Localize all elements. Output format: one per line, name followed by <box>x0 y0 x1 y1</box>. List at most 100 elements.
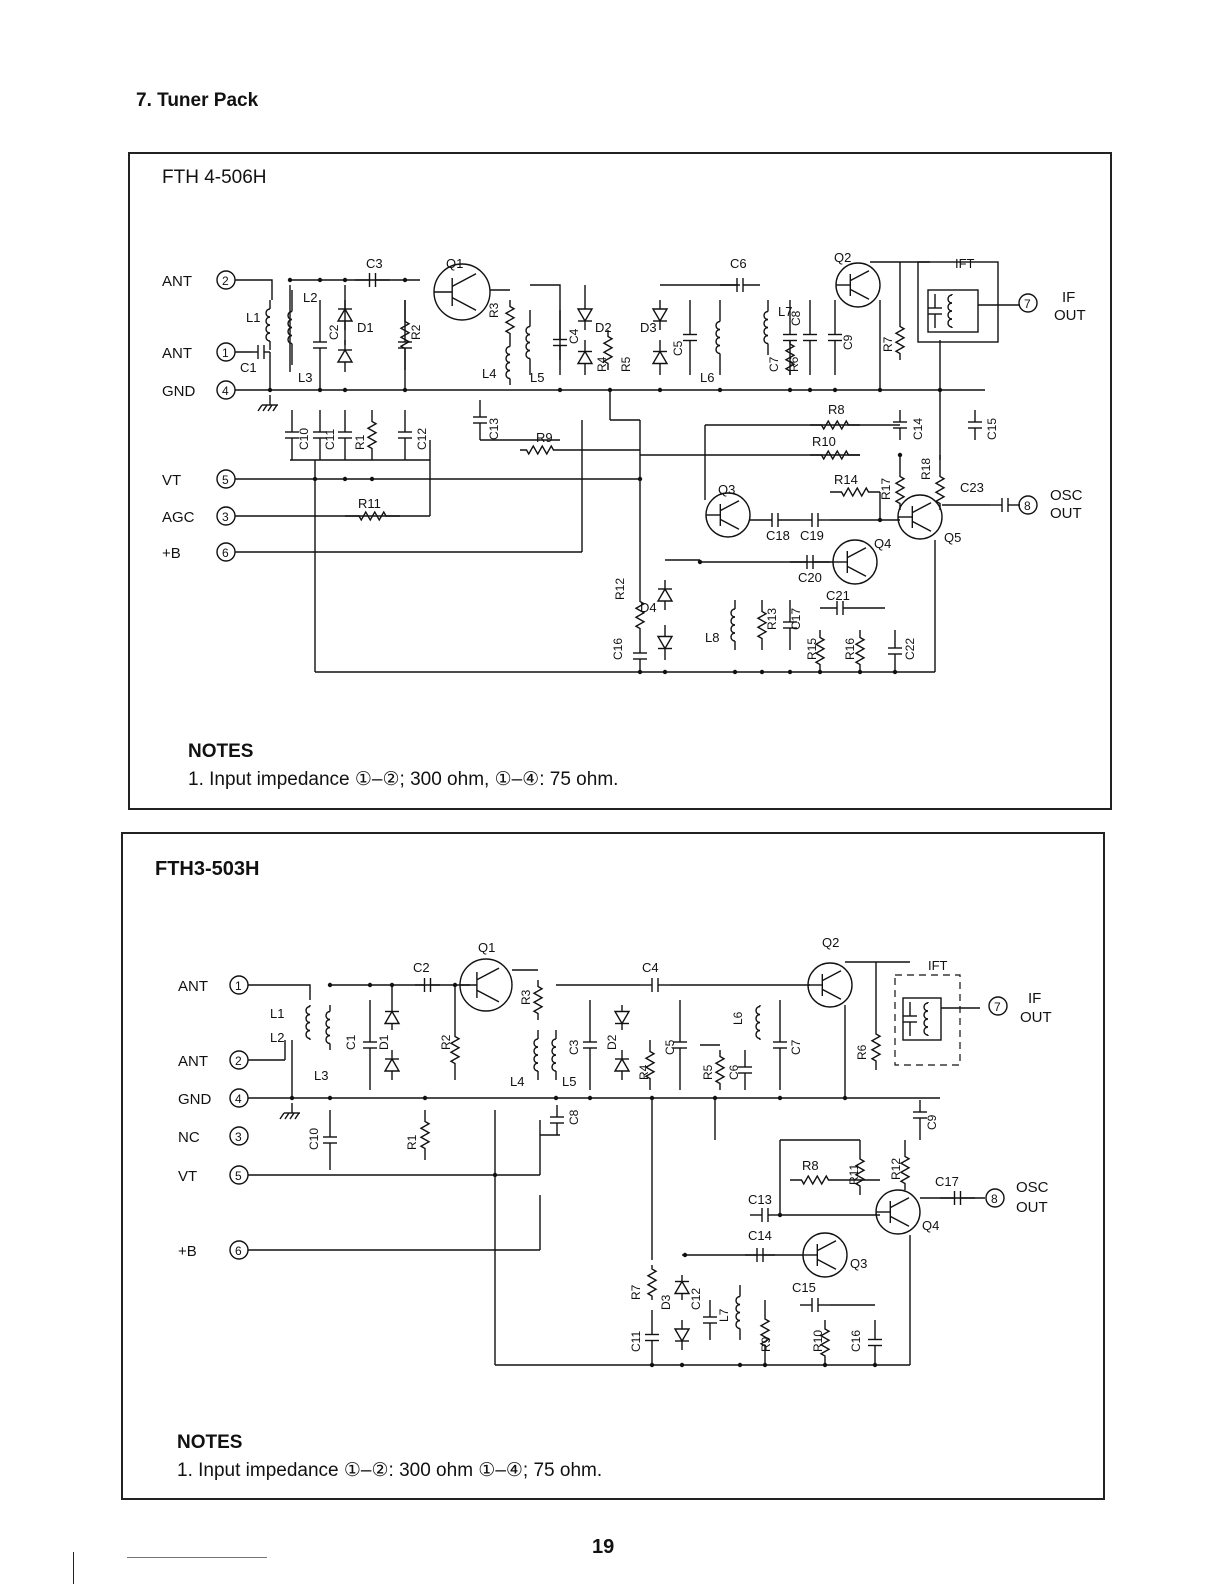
wire <box>889 1215 910 1227</box>
inductor <box>533 1046 539 1056</box>
inductor <box>755 1029 761 1040</box>
inductor <box>265 332 271 342</box>
resistor <box>870 1025 882 1070</box>
tuner2-label-r5: R5 <box>701 1064 715 1080</box>
terminal-number: 3 <box>222 510 229 524</box>
junction-dot <box>759 669 765 675</box>
tuner2-label-d3: D3 <box>659 1294 673 1310</box>
tuner1-model-title: FTH 4-506H <box>162 167 267 188</box>
junction-dot <box>657 387 663 393</box>
inductor <box>947 310 953 320</box>
tuner2-label-l6: L6 <box>731 1011 745 1025</box>
tuner1-ift-inner <box>927 289 979 333</box>
tuner1-notes-heading: NOTES <box>188 741 254 762</box>
inductor <box>305 1013 311 1024</box>
tuner1-label-r15: R15 <box>805 638 819 660</box>
tuner1-label-r10: R10 <box>812 434 836 449</box>
inductor <box>533 1062 539 1072</box>
junction-dot <box>892 669 898 675</box>
tuner1-label-r6: R6 <box>787 356 801 372</box>
tuner1-label-c6: C6 <box>730 256 747 271</box>
tuner1-label-c7: C7 <box>767 356 781 372</box>
junction-dot <box>267 387 273 393</box>
junction-dot <box>807 387 813 393</box>
tuner1-label-c22: C22 <box>903 638 917 660</box>
inductor <box>265 316 271 326</box>
wire <box>476 989 500 1003</box>
terminal-number: 5 <box>235 1169 242 1183</box>
resistor <box>830 486 880 498</box>
tuner1-label-l4: L4 <box>482 366 496 381</box>
terminal-number: 4 <box>235 1092 242 1106</box>
junction-dot <box>937 387 943 393</box>
inductor <box>715 344 721 355</box>
junction-dot <box>402 387 408 393</box>
wire <box>451 273 477 288</box>
inductor <box>715 336 721 347</box>
inductor <box>735 1295 741 1306</box>
inductor <box>730 632 736 642</box>
tuner1-label-r7: R7 <box>881 336 895 352</box>
tuner2-terminal-label-ant: ANT <box>178 1053 208 1070</box>
section-title: 7. Tuner Pack <box>136 90 259 111</box>
tuner1-label-d1: D1 <box>357 320 374 335</box>
inductor <box>735 1319 741 1330</box>
tuner1-label-r2: R2 <box>409 324 423 340</box>
wire <box>257 404 263 412</box>
junction-dot <box>649 1362 655 1368</box>
junction-dot <box>832 387 838 393</box>
tuner2-note-1: 1. Input impedance ①–②: 300 ohm ①–④; 75 … <box>177 1460 603 1481</box>
tuner2-terminal-3 <box>229 1126 249 1146</box>
inductor <box>525 341 531 352</box>
tuner1-ift-box <box>917 261 999 343</box>
junction-dot <box>877 517 883 523</box>
tuner1-label-c3: C3 <box>366 256 383 271</box>
tuner1-label-ift: IFT <box>955 256 975 271</box>
junction-dot <box>682 1252 688 1258</box>
tuner2-terminal-label-nc: NC <box>178 1129 200 1146</box>
junction-dot <box>492 1172 498 1178</box>
tuner2-label-d1: D1 <box>377 1034 391 1050</box>
diode <box>383 1057 401 1072</box>
wire <box>272 404 278 412</box>
wire <box>821 970 842 982</box>
inductor <box>763 310 769 321</box>
resistor <box>854 630 866 672</box>
resistor <box>646 1265 658 1300</box>
wire <box>719 500 740 512</box>
tuner2-label-l7: L7 <box>717 1308 731 1322</box>
tuner2-label-r3: R3 <box>519 989 533 1005</box>
inductor <box>325 1018 331 1029</box>
tuner2-label-d2: D2 <box>605 1034 619 1050</box>
junction-dot <box>557 387 563 393</box>
tuner2-label-c10: C10 <box>307 1128 321 1150</box>
resistor <box>602 330 614 370</box>
tuner2-label-ift: IFT <box>928 958 948 973</box>
wire <box>530 284 561 360</box>
wire <box>267 404 273 412</box>
resistor <box>644 1040 656 1090</box>
tuner2-label-c17: C17 <box>935 1174 959 1189</box>
terminal-number: 1 <box>222 346 229 360</box>
tuner2-label-r6: R6 <box>855 1044 869 1060</box>
tuner1-label-r8: R8 <box>828 402 845 417</box>
tuner1-label-c1: C1 <box>240 360 257 375</box>
resistor <box>532 980 544 1020</box>
inductor <box>305 1021 311 1032</box>
tuner1-label-q2: Q2 <box>834 250 851 265</box>
tuner2-ift-inner <box>902 997 942 1041</box>
wire <box>248 984 311 1000</box>
terminal-number: 6 <box>235 1244 242 1258</box>
junction-dot <box>422 1095 428 1101</box>
wire <box>262 404 268 412</box>
tuner2-label-c11: C11 <box>629 1331 643 1352</box>
tuner2-out-label: OUT <box>1020 1009 1052 1026</box>
resistor <box>894 320 906 360</box>
tuner2-label-c9: C9 <box>925 1114 939 1130</box>
junction-dot <box>737 1362 743 1368</box>
tuner1-label-r14: R14 <box>834 472 858 487</box>
wire <box>719 518 740 530</box>
resistor <box>759 1300 771 1365</box>
tuner2-label-r8: R8 <box>802 1158 819 1173</box>
tuner1-label-r9: R9 <box>536 430 553 445</box>
